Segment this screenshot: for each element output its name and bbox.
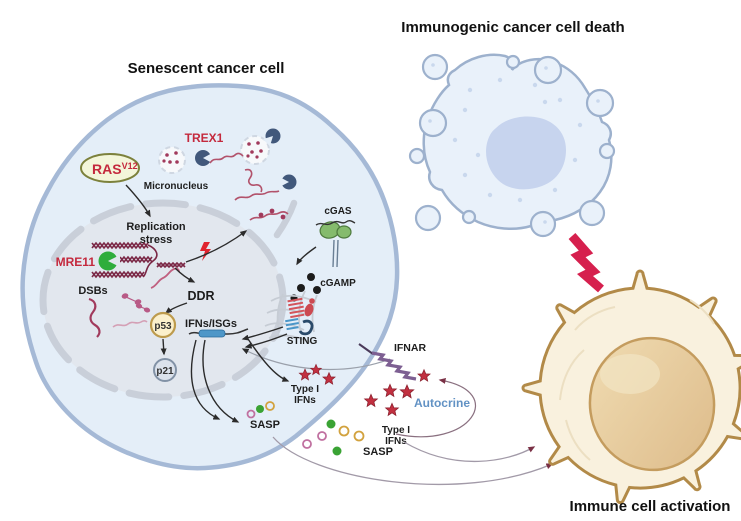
type1-ifn-star-icon [399,384,415,399]
sasp-dot-tan [265,401,275,411]
cgas-protein-icon [315,220,356,268]
replication-lightning-icon [200,242,211,261]
p21-node [153,358,177,382]
type1-inside-label-1: Type I [291,384,319,395]
senescent-cell-title: Senescent cancer cell [128,60,285,77]
sasp-inside-label: SASP [250,419,280,431]
arrow-type1-to-immune [403,441,536,463]
cytoplasmic-dna-squiggles [209,152,289,221]
mre11-pacman-icon [98,251,120,271]
sasp-dot-green [332,446,342,456]
trex1-label: TREX1 [185,131,224,145]
ifnar-stem [358,343,374,355]
ddr-label: DDR [187,289,214,303]
type1-ifn-star-icon [383,383,397,397]
dying-cell-speckles [452,77,583,203]
dsb-squiggle [88,297,101,338]
p21-label: p21 [156,366,174,377]
micronucleus-1-dna [162,151,179,164]
autocrine-arrow [395,378,476,438]
arrow-ddr-to-p53 [164,302,188,314]
arrow-cgas-to-cgamp [296,246,317,266]
immune-cell-texture [559,299,715,461]
nuclear-envelope-arc [273,199,298,239]
arrow-sting-to-gene-1 [241,326,284,341]
mre11-label: MRE11 [56,255,96,269]
p53-label: p53 [154,321,172,332]
sasp-dot-green [326,419,336,429]
micronucleus-1 [158,146,186,174]
micronucleus-2-dna [246,141,263,159]
ifnar-label: IFNAR [394,342,426,354]
sasp-dot-pink [317,431,327,441]
sasp-dot-tan [353,430,365,442]
sasp-dot-tan [338,425,350,437]
arrow-sasp-to-immune [272,436,554,485]
sasp-dot-green [256,405,264,413]
trex1-pacman-icon-2 [262,128,281,147]
sting-complex-icon [285,297,315,336]
dna-fragment-dots [258,208,286,220]
nuclear-envelope [39,199,287,401]
nucleosome-pair-2 [135,303,151,313]
type1-ifn-star-icon [385,402,399,416]
arrow-ras-to-replication [125,184,151,218]
type1-outside-label-2: IFNs [385,436,407,447]
p53-node [149,311,177,339]
dna-helix [91,241,186,279]
dying-cell [408,53,616,238]
nucleus [43,203,283,397]
gene-bar [198,329,226,338]
ras-badge [80,153,140,183]
dying-cell-nucleus [486,116,566,190]
arrow-gene-to-sasp-2 [190,339,221,420]
replication-stress-label-1: Replication [126,221,186,233]
immune-nucleus-highlight [600,354,660,394]
type1-inside-label-2: IFNs [294,395,316,406]
lightning-bolt-icon [568,233,604,293]
cgamp-dots [290,273,321,302]
sasp-outside-label: SASP [363,446,393,458]
er-membrane [264,290,318,343]
ras-label: RASV12 [92,161,138,177]
cancer-cell-death-title: Immunogenic cancer cell death [401,19,624,36]
sasp-dot-pink [302,439,312,449]
trex1-pacman-icon-3 [279,174,297,190]
cgas-label: cGAS [324,206,352,217]
autocrine-label: Autocrine [414,396,470,410]
ifns-isgs-label: IFNs/ISGs [185,318,237,330]
arrow-to-cytoplasmic-dna [185,230,248,263]
immune-cell [521,269,741,505]
cgamp-label: cGAMP [320,278,356,289]
apoptotic-blebs [408,53,616,238]
nuclear-dna-fragment [150,267,180,289]
micronucleus-label: Micronucleus [144,181,209,192]
dsb-squiggle-light [112,320,148,328]
arrow-to-ddr [174,267,196,283]
bleb-speckles [428,63,600,224]
type1-ifn-star-icon [417,369,431,382]
arrow-gene-to-sasp-1 [202,339,240,423]
ifnar-receptor-icon [371,351,417,381]
arrow-gene-to-type1 [245,335,290,382]
type1-outside-label-1: Type I [382,425,410,436]
arrow-sting-to-gene-2 [244,333,288,349]
arrow-p53-to-p21 [160,338,167,356]
nucleosome-pair-1 [121,293,142,305]
sting-label: STING [287,336,318,347]
dsbs-label: DSBs [78,285,107,297]
type1-ifn-star-icon [364,393,378,407]
trex1-pacman-icon-1 [195,150,213,166]
immune-activation-title: Immune cell activation [570,498,731,515]
sasp-dot-pink [246,409,256,419]
